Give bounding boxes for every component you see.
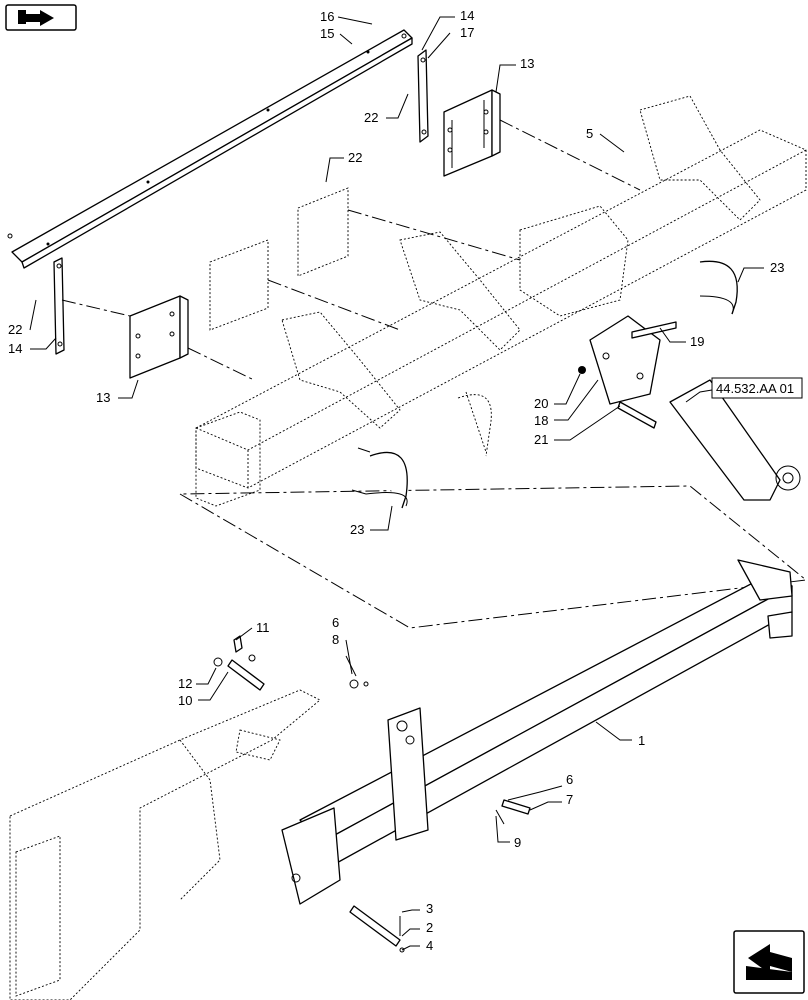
callout-label-19: 19 — [690, 334, 704, 349]
alignment-chain-lines — [61, 119, 808, 629]
strap-part-14-upper — [417, 49, 429, 143]
callout-label-22-mid: 22 — [348, 150, 362, 165]
callout-label-13-top: 13 — [520, 56, 534, 71]
callout-label-6-upper: 6 — [332, 615, 339, 630]
bolt-part-21 — [617, 401, 657, 429]
bracket-part-13-lower — [129, 295, 189, 379]
callout-label-10: 10 — [178, 693, 192, 708]
strap-part-14-lower — [53, 257, 65, 355]
callout-label-15: 15 — [320, 26, 334, 41]
phantom-lower-frame — [9, 689, 321, 1000]
callout-label-16: 16 — [320, 9, 334, 24]
back-navigation-icon[interactable] — [5, 4, 77, 31]
pin-part-7 — [501, 799, 531, 815]
callout-label-8: 8 — [332, 632, 339, 647]
reference-link-text[interactable]: 44.532.AA 01 — [716, 381, 794, 396]
callout-label-22-top: 22 — [364, 110, 378, 125]
bar-part-15 — [7, 29, 413, 269]
pin-part-2 — [349, 905, 405, 953]
callout-label-14-left: 14 — [8, 341, 22, 356]
callout-label-18: 18 — [534, 413, 548, 428]
callout-label-12: 12 — [178, 676, 192, 691]
pin-part-10 — [213, 654, 265, 691]
callout-label-1: 1 — [638, 733, 645, 748]
callout-label-23-right: 23 — [770, 260, 784, 275]
callout-label-2: 2 — [426, 920, 433, 935]
callout-label-21: 21 — [534, 432, 548, 447]
phantom-brackets — [209, 187, 349, 331]
main-beam-part-1 — [281, 559, 793, 905]
bracket-part-13-upper — [443, 89, 501, 177]
mount-plate-part-18 — [578, 315, 661, 405]
callout-label-14-top: 14 — [460, 8, 474, 23]
reference-link-box[interactable]: 44.532.AA 01 — [711, 377, 803, 399]
forward-navigation-icon[interactable] — [733, 930, 805, 994]
callout-label-11: 11 — [256, 620, 270, 635]
bolt-part-19 — [631, 321, 677, 339]
washer-part-6-upper — [349, 679, 369, 689]
callout-label-22-left: 22 — [8, 322, 22, 337]
callout-label-6-lower: 6 — [566, 772, 573, 787]
callout-label-20: 20 — [534, 396, 548, 411]
arm-assembly — [669, 379, 801, 501]
callout-label-13-left: 13 — [96, 390, 110, 405]
pin-part-9 — [495, 809, 505, 825]
callout-label-23-lower: 23 — [350, 522, 364, 537]
callout-label-5: 5 — [586, 126, 593, 141]
callout-label-9: 9 — [514, 835, 521, 850]
callout-leaders — [29, 16, 764, 951]
u-bolt-part-23-right — [699, 260, 738, 315]
callout-label-7: 7 — [566, 792, 573, 807]
phantom-upper-beam — [195, 95, 807, 507]
u-bolt-part-23-lower — [351, 447, 408, 509]
callout-label-4: 4 — [426, 938, 433, 953]
callout-label-3: 3 — [426, 901, 433, 916]
callout-label-17: 17 — [460, 25, 474, 40]
